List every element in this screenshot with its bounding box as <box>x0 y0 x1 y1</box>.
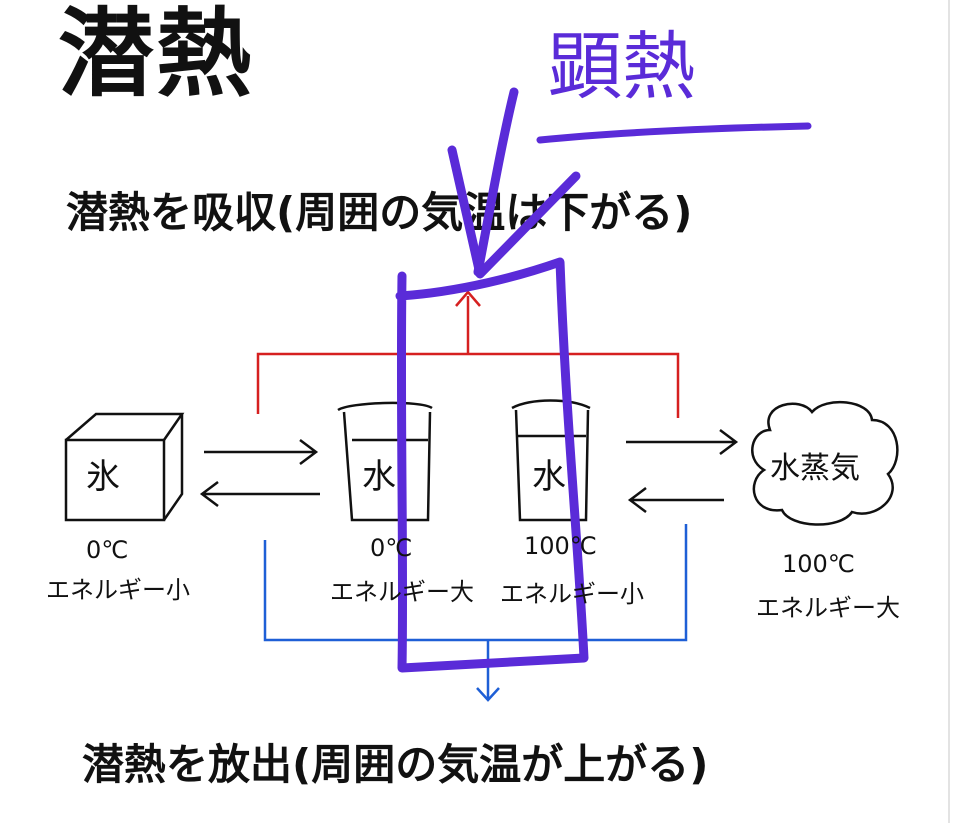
condense-arrow <box>627 487 724 513</box>
water-energy-0c: エネルギー大 <box>330 578 474 606</box>
water-label-100c: 水 <box>532 457 566 497</box>
annotation-box <box>395 257 589 673</box>
annotation-underline <box>536 122 812 144</box>
ice-energy: エネルギー小 <box>46 576 190 604</box>
freeze-arrow <box>199 481 320 507</box>
steam-label: 水蒸気 <box>770 451 860 486</box>
ice-temp: 0℃ <box>86 536 129 564</box>
water-beaker-100c <box>511 399 591 522</box>
steam-temp: 100℃ <box>782 550 855 578</box>
water-temp-0c: 0℃ <box>370 534 413 562</box>
steam-cloud-shape <box>751 400 899 526</box>
ice-cube-shape <box>64 412 185 522</box>
annotation-arrow-head <box>447 145 581 279</box>
sensible-heat-annotation <box>395 87 589 673</box>
water-label-0c: 水 <box>362 457 396 497</box>
melt-arrow <box>204 439 319 465</box>
absorb-caption: 潜熱を吸収(周囲の気温は下がる) <box>66 188 693 237</box>
page-edge-divider <box>948 0 950 823</box>
handwritten-annotation-title: 顕熱 <box>548 24 696 110</box>
annotation-arrow-shaft <box>473 87 519 277</box>
water-temp-100c: 100℃ <box>524 532 597 560</box>
evaporate-arrow <box>626 429 739 455</box>
transition-arrows <box>199 429 739 513</box>
ice-label: 氷 <box>86 457 120 497</box>
page-title: 潜熱 <box>58 0 254 110</box>
water-beaker-0c <box>337 401 433 522</box>
release-caption: 潜熱を放出(周囲の気温が上がる) <box>82 740 709 789</box>
absorb-bracket <box>256 290 680 418</box>
release-bracket <box>263 524 688 702</box>
steam-energy: エネルギー大 <box>756 594 900 622</box>
water-energy-100c: エネルギー小 <box>500 580 644 608</box>
